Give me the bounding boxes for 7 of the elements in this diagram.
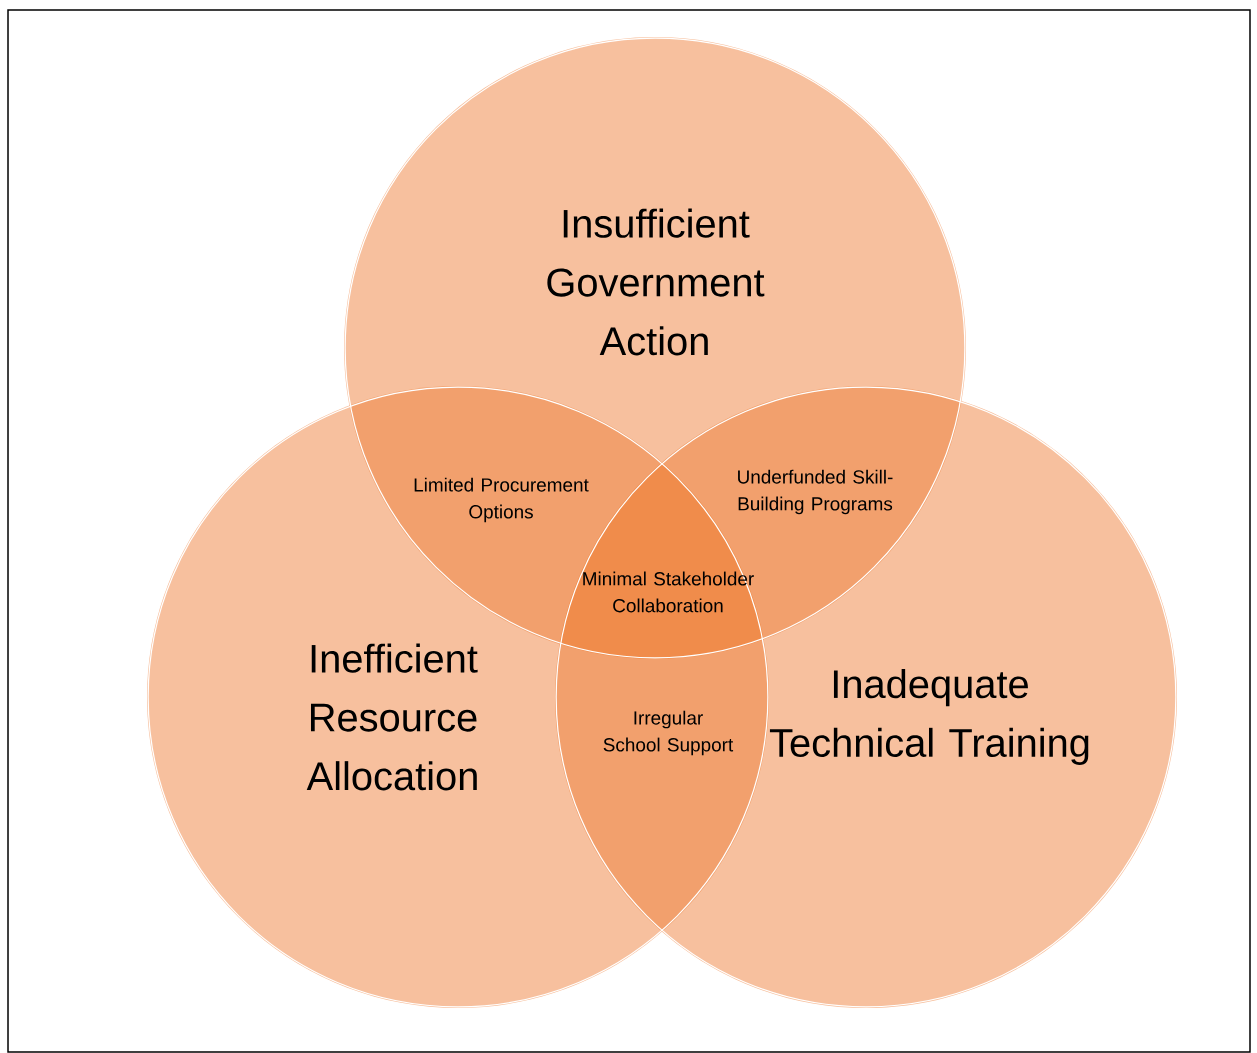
overlap-label: Irregular School Support: [603, 710, 734, 756]
overlap-label: Underfunded Skill-Building Programs: [738, 469, 893, 515]
circle-label: Insufficient Government Action: [547, 208, 765, 356]
circle-label: Inadequate Technical Training: [769, 669, 1089, 765]
circle-label: Inefficient Resource Allocation: [306, 643, 478, 791]
overlap-label: Limited Procurement Options: [414, 477, 589, 523]
overlap-label: Minimal Stakeholder Collaboration: [583, 571, 754, 613]
